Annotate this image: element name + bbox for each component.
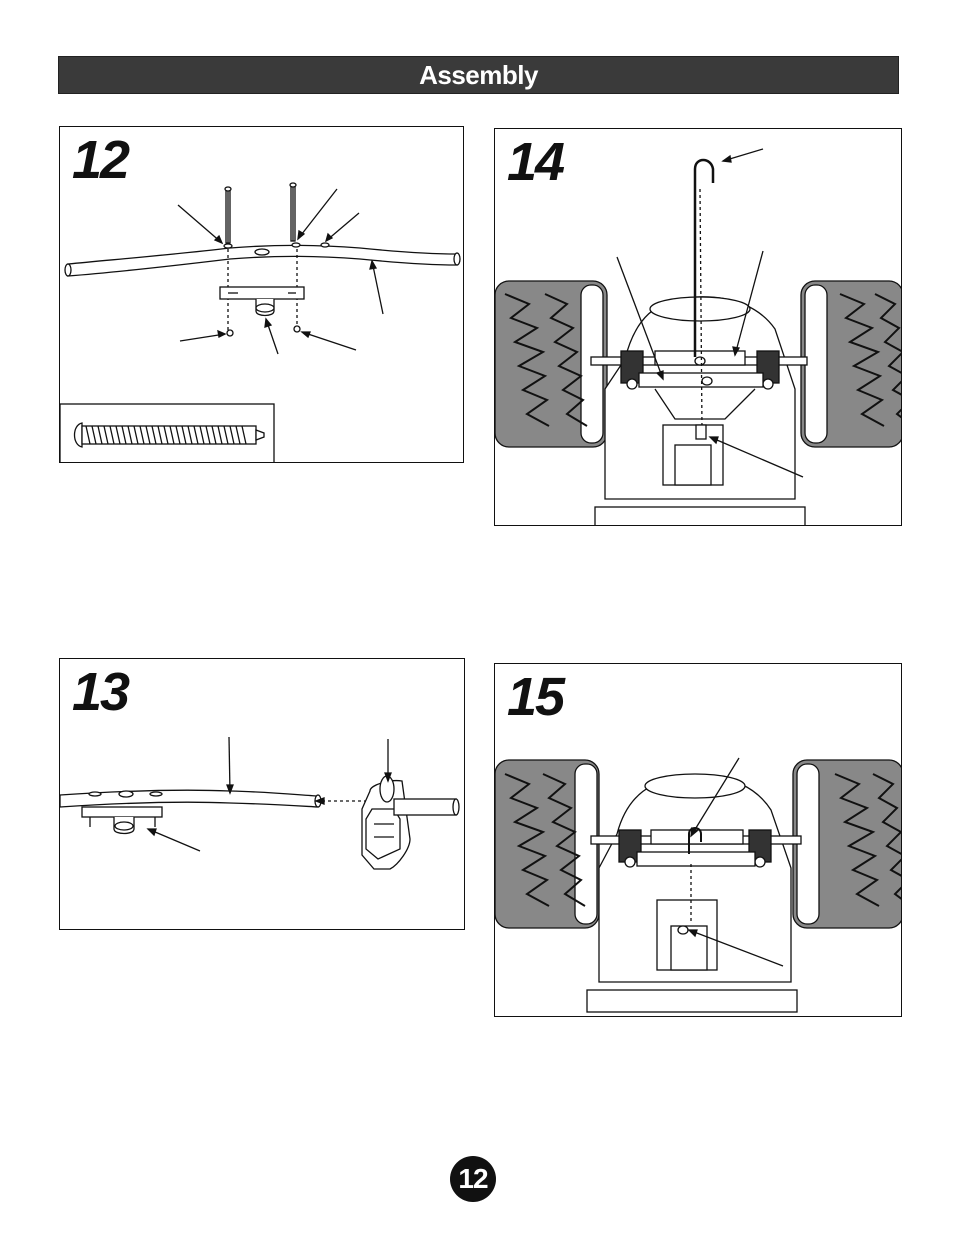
step-13-panel: 13 (59, 658, 465, 930)
right-tire (801, 281, 902, 447)
steering-rod-diagram (495, 129, 902, 526)
steering-column-diagram (60, 127, 464, 463)
left-tire (495, 281, 607, 447)
step-12-panel: 12 (59, 126, 464, 463)
step-15-panel: 15 (494, 663, 902, 1017)
screw-left (225, 187, 231, 243)
section-header: Assembly (58, 56, 899, 94)
step-14-panel: 14 (494, 128, 902, 526)
left-tire (495, 760, 599, 928)
right-tire (793, 760, 902, 928)
section-title: Assembly (419, 60, 538, 91)
page-number-badge: 12 (450, 1156, 496, 1202)
screw-right (290, 183, 296, 241)
column-to-gearbox-diagram (60, 659, 465, 930)
steering-lock-diagram (495, 664, 902, 1017)
